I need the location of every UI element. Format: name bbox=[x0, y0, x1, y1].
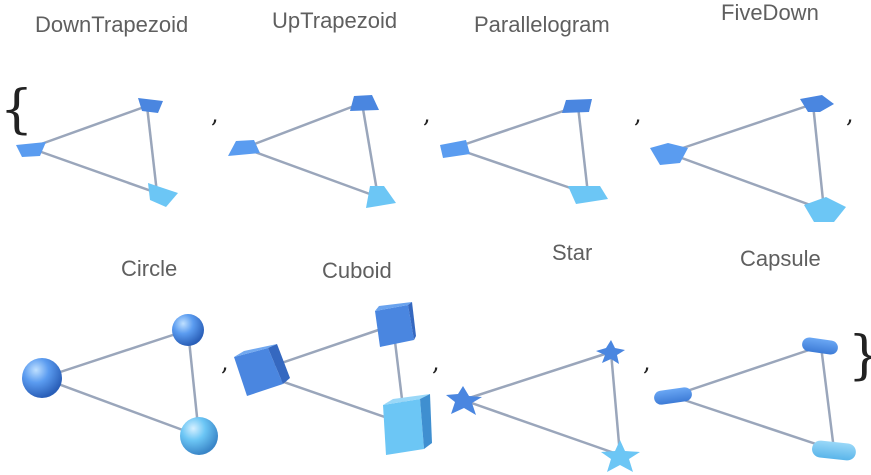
vertex-capsule bbox=[812, 440, 856, 461]
separator-comma: , bbox=[221, 348, 229, 376]
vertex-capsule bbox=[802, 337, 838, 355]
vertex-up-trapezoid bbox=[366, 186, 396, 208]
vertex-sphere bbox=[180, 417, 218, 455]
vertex-capsule bbox=[654, 387, 692, 405]
graph-capsule bbox=[654, 337, 856, 461]
vertex-down-trapezoid bbox=[138, 98, 163, 113]
vertex-pentagon bbox=[804, 197, 846, 222]
vertex-sphere bbox=[172, 314, 204, 346]
vertex-star bbox=[446, 386, 482, 415]
graph-circle bbox=[22, 314, 218, 455]
vertex-cube bbox=[234, 344, 290, 396]
graph-uptrapezoid bbox=[228, 95, 396, 208]
label-capsule: Capsule bbox=[740, 246, 821, 271]
separator-comma: , bbox=[634, 100, 642, 128]
vertex-up-trapezoid bbox=[228, 140, 260, 156]
graph-fivedown bbox=[650, 95, 846, 222]
separator-comma: , bbox=[211, 100, 219, 128]
separator-comma: , bbox=[432, 348, 440, 376]
label-star: Star bbox=[552, 240, 593, 265]
graph-downtrapezoid bbox=[16, 98, 178, 207]
separator-comma: , bbox=[423, 100, 431, 128]
vertex-pentagon bbox=[800, 95, 834, 112]
label-uptrapezoid: UpTrapezoid bbox=[272, 8, 398, 33]
vertex-star bbox=[601, 440, 640, 472]
label-fivedown: FiveDown bbox=[721, 0, 819, 25]
graph-star bbox=[446, 340, 640, 472]
vertex-down-trapezoid bbox=[148, 183, 178, 207]
open-brace: { bbox=[0, 80, 34, 140]
separator-comma: , bbox=[643, 348, 651, 376]
separator-comma: , bbox=[846, 100, 854, 128]
vertex-up-trapezoid bbox=[350, 95, 379, 111]
vertex-down-trapezoid bbox=[16, 142, 46, 157]
label-downtrapezoid: DownTrapezoid bbox=[35, 12, 189, 37]
vertex-pentagon bbox=[650, 143, 688, 165]
vertex-sphere bbox=[22, 358, 62, 398]
graph-parallelogram bbox=[440, 99, 608, 204]
label-parallelogram: Parallelogram bbox=[474, 12, 610, 37]
label-circle: Circle bbox=[121, 256, 178, 281]
label-cuboid: Cuboid bbox=[322, 258, 392, 283]
close-brace: } bbox=[848, 330, 871, 382]
graph-cuboid bbox=[234, 302, 432, 455]
vertex-parallelogram bbox=[440, 140, 470, 158]
vertex-parallelogram bbox=[568, 186, 608, 204]
vertex-star bbox=[596, 340, 625, 364]
vertex-cube bbox=[383, 394, 432, 455]
vertex-parallelogram bbox=[562, 99, 592, 113]
vertex-cube bbox=[375, 302, 416, 347]
